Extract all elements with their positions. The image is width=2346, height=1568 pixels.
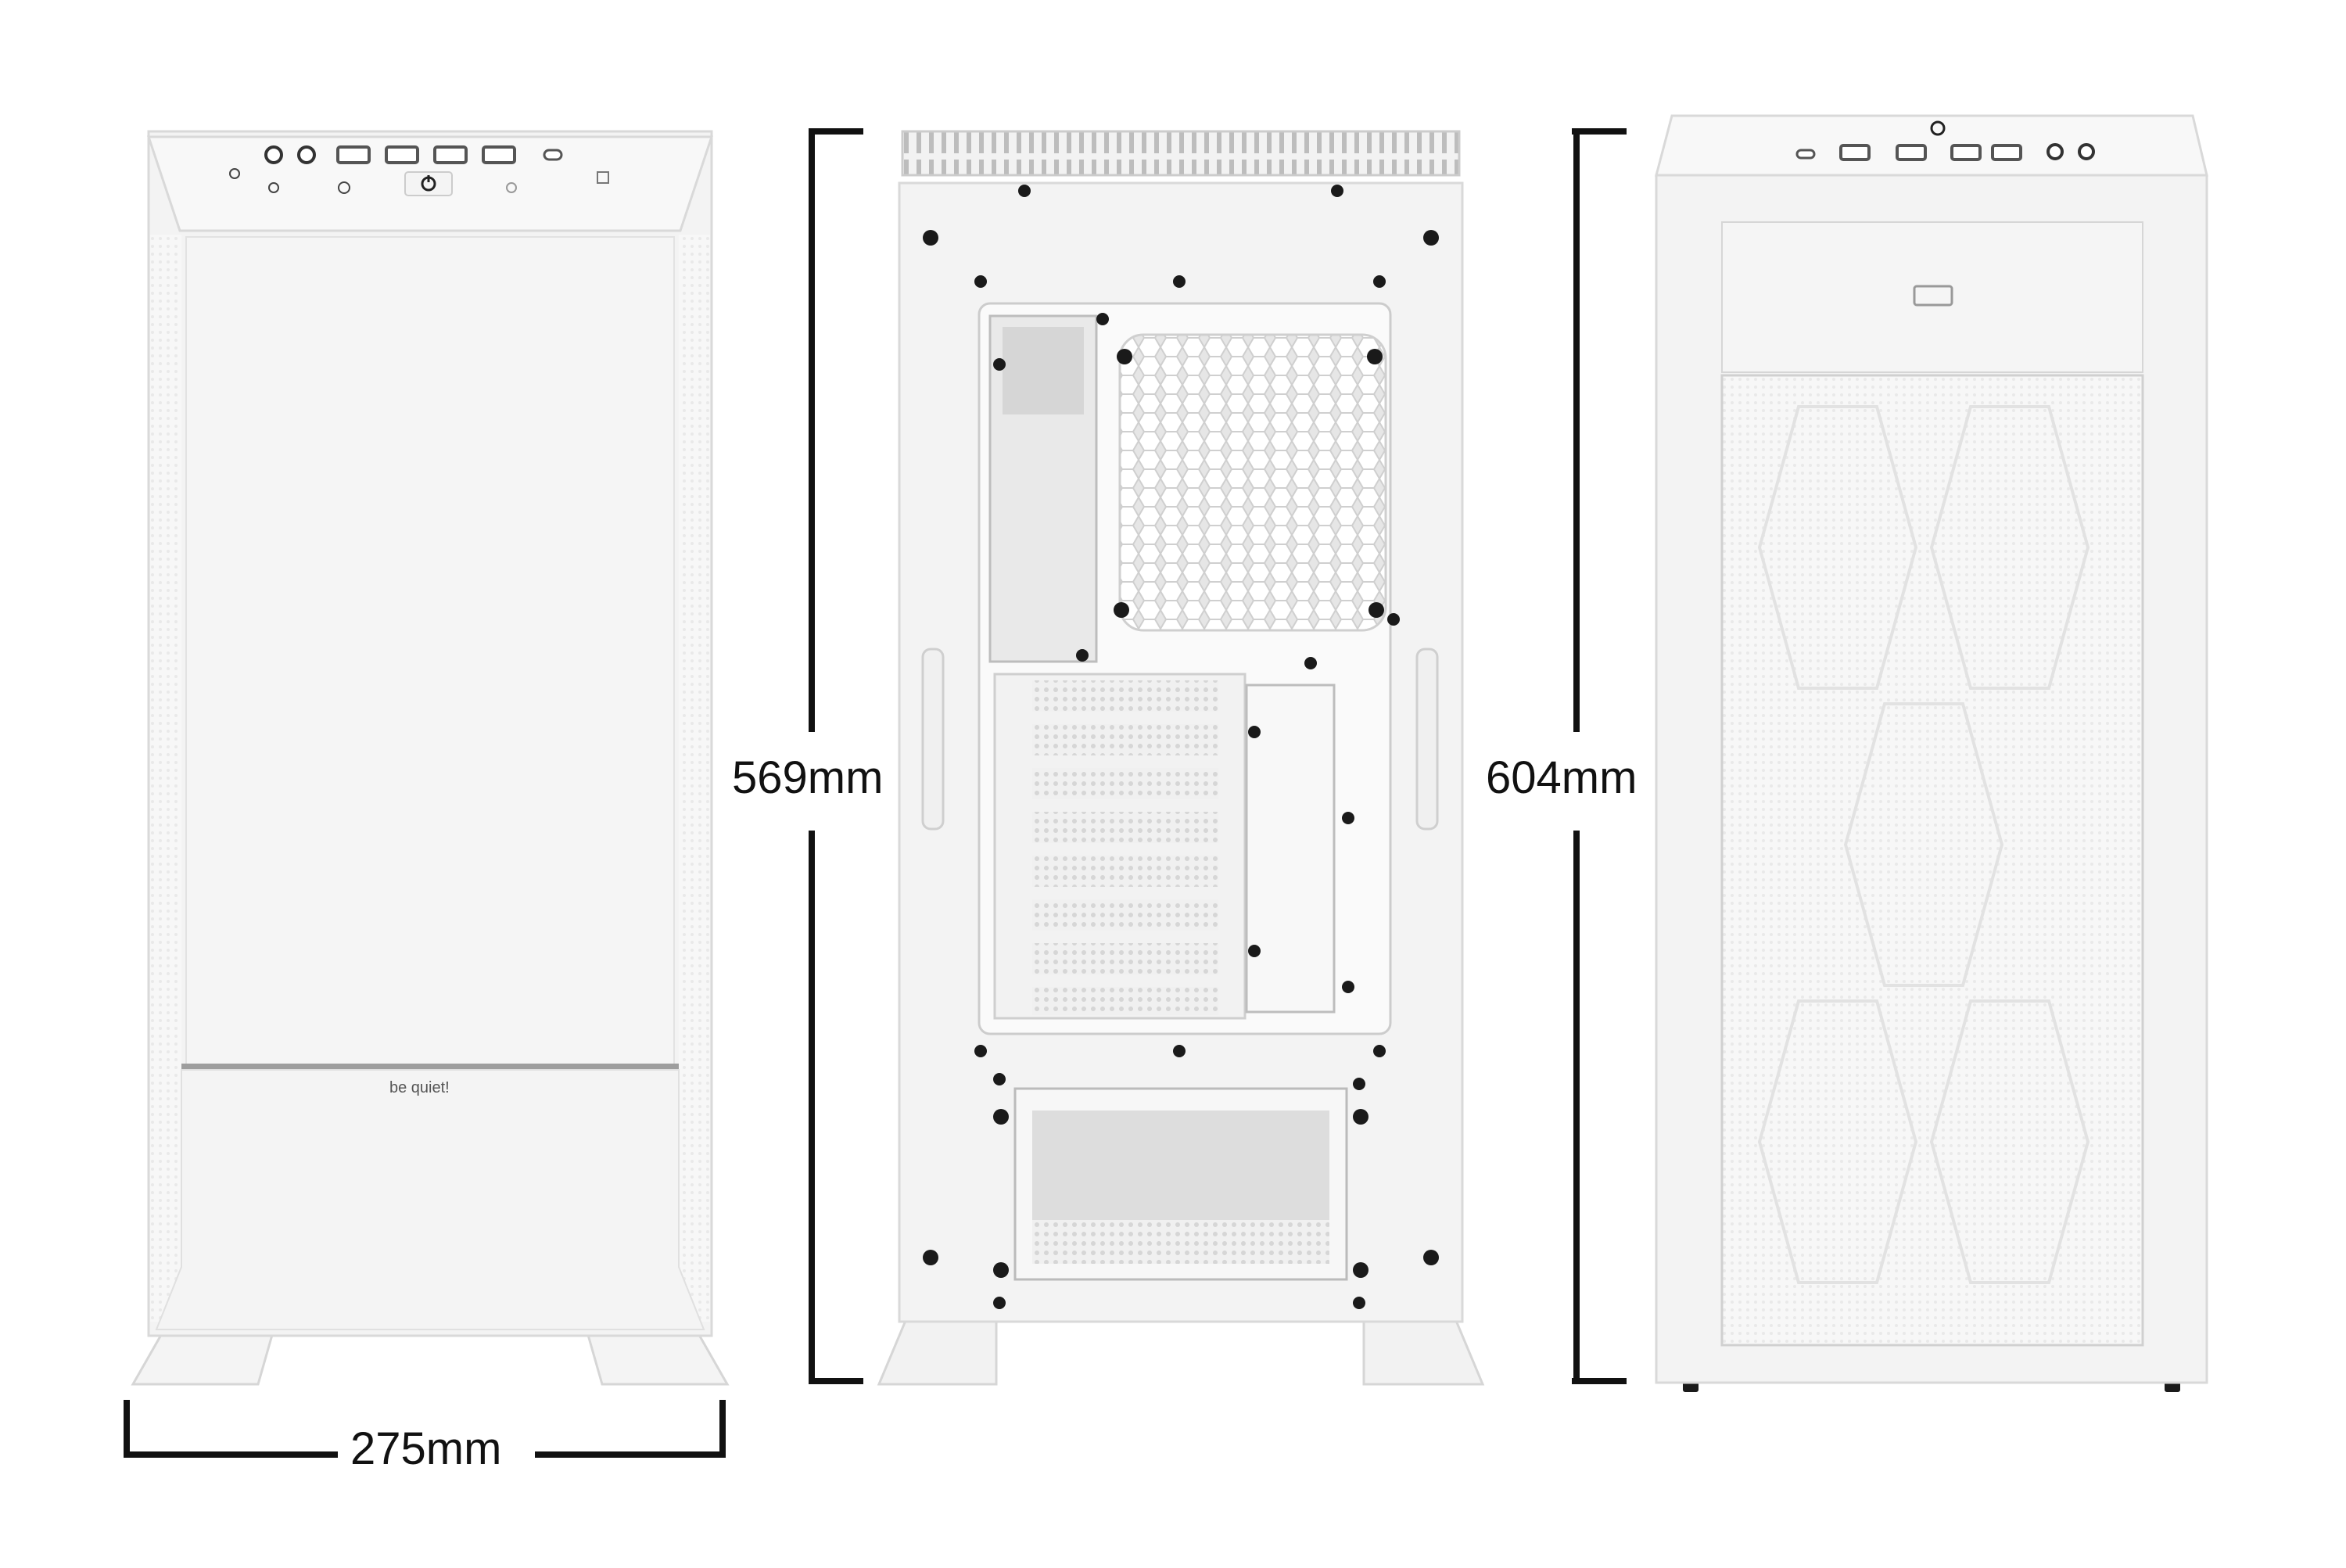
fan-control-icon xyxy=(229,168,240,179)
usb-c-port-icon xyxy=(543,149,563,161)
side-view xyxy=(877,130,1485,1386)
front-mesh-panel xyxy=(1720,374,2144,1347)
side-height-dimension xyxy=(809,128,863,1384)
headphone-jack-icon xyxy=(2078,143,2095,160)
side-height-label: 569mm xyxy=(724,752,891,804)
mounting-screws xyxy=(923,185,1439,1309)
power-icon xyxy=(1930,120,1946,136)
side-right-foot xyxy=(1362,1315,1485,1386)
usb-port-icon xyxy=(433,145,468,164)
pcie-slot xyxy=(1032,899,1218,931)
total-height-dimension xyxy=(1572,128,1627,1384)
width-dimension xyxy=(124,1400,726,1458)
pcie-slot xyxy=(1032,680,1218,712)
drive-bay xyxy=(1003,327,1084,414)
side-left-foot xyxy=(877,1315,998,1386)
psu-vent xyxy=(1032,1220,1329,1264)
rgb-icon xyxy=(338,181,350,194)
pcie-slot xyxy=(1032,943,1218,974)
pcie-slot xyxy=(1032,856,1218,887)
front-view xyxy=(131,130,730,1386)
pcie-slot xyxy=(1032,724,1218,755)
top-vent xyxy=(901,130,1461,177)
usb-port-icon xyxy=(336,145,371,164)
front-left-mesh-strip xyxy=(150,235,181,1322)
usb-c-port-icon xyxy=(1795,149,1816,160)
pcie-slot xyxy=(1032,987,1218,1015)
brand-logo-text: be quiet! xyxy=(389,1079,450,1096)
usb-port-icon xyxy=(1950,144,1982,161)
mesh-top-io xyxy=(1655,114,2208,177)
front-lower-shroud xyxy=(155,1069,705,1330)
headphone-jack-icon xyxy=(264,145,283,164)
usb-port-icon xyxy=(385,145,419,164)
usb-port-icon xyxy=(1896,144,1927,161)
microphone-jack-icon xyxy=(297,145,316,164)
power-button xyxy=(404,171,453,196)
usb-port-icon xyxy=(1991,144,2022,161)
cpu-cutout-hex-grid xyxy=(1118,333,1387,632)
front-left-foot xyxy=(131,1328,275,1386)
brand-badge-icon xyxy=(1913,285,1953,307)
left-handle xyxy=(921,648,945,831)
pcie-slot xyxy=(1032,812,1218,843)
reset-icon xyxy=(597,171,609,184)
fan-speed-icon xyxy=(268,182,279,193)
front-mesh-view xyxy=(1655,114,2208,1392)
usb-port-icon xyxy=(482,145,516,164)
front-right-mesh-strip xyxy=(679,235,710,1322)
total-height-label: 604mm xyxy=(1478,752,1645,804)
right-handle xyxy=(1415,648,1439,831)
mesh-top-panel xyxy=(1721,221,2143,373)
vertical-gpu-plate xyxy=(1245,684,1336,1014)
microphone-jack-icon xyxy=(2046,143,2064,160)
led-icon xyxy=(506,182,517,193)
front-right-foot xyxy=(585,1328,730,1386)
pcie-slot xyxy=(1032,768,1218,799)
usb-port-icon xyxy=(1839,144,1871,161)
width-label: 275mm xyxy=(343,1423,510,1475)
front-panel-divider xyxy=(181,1064,679,1070)
mesh-hex-outlines xyxy=(1757,405,2090,1284)
front-glass-panel xyxy=(185,236,675,1071)
pcie-slots xyxy=(993,673,1247,1020)
